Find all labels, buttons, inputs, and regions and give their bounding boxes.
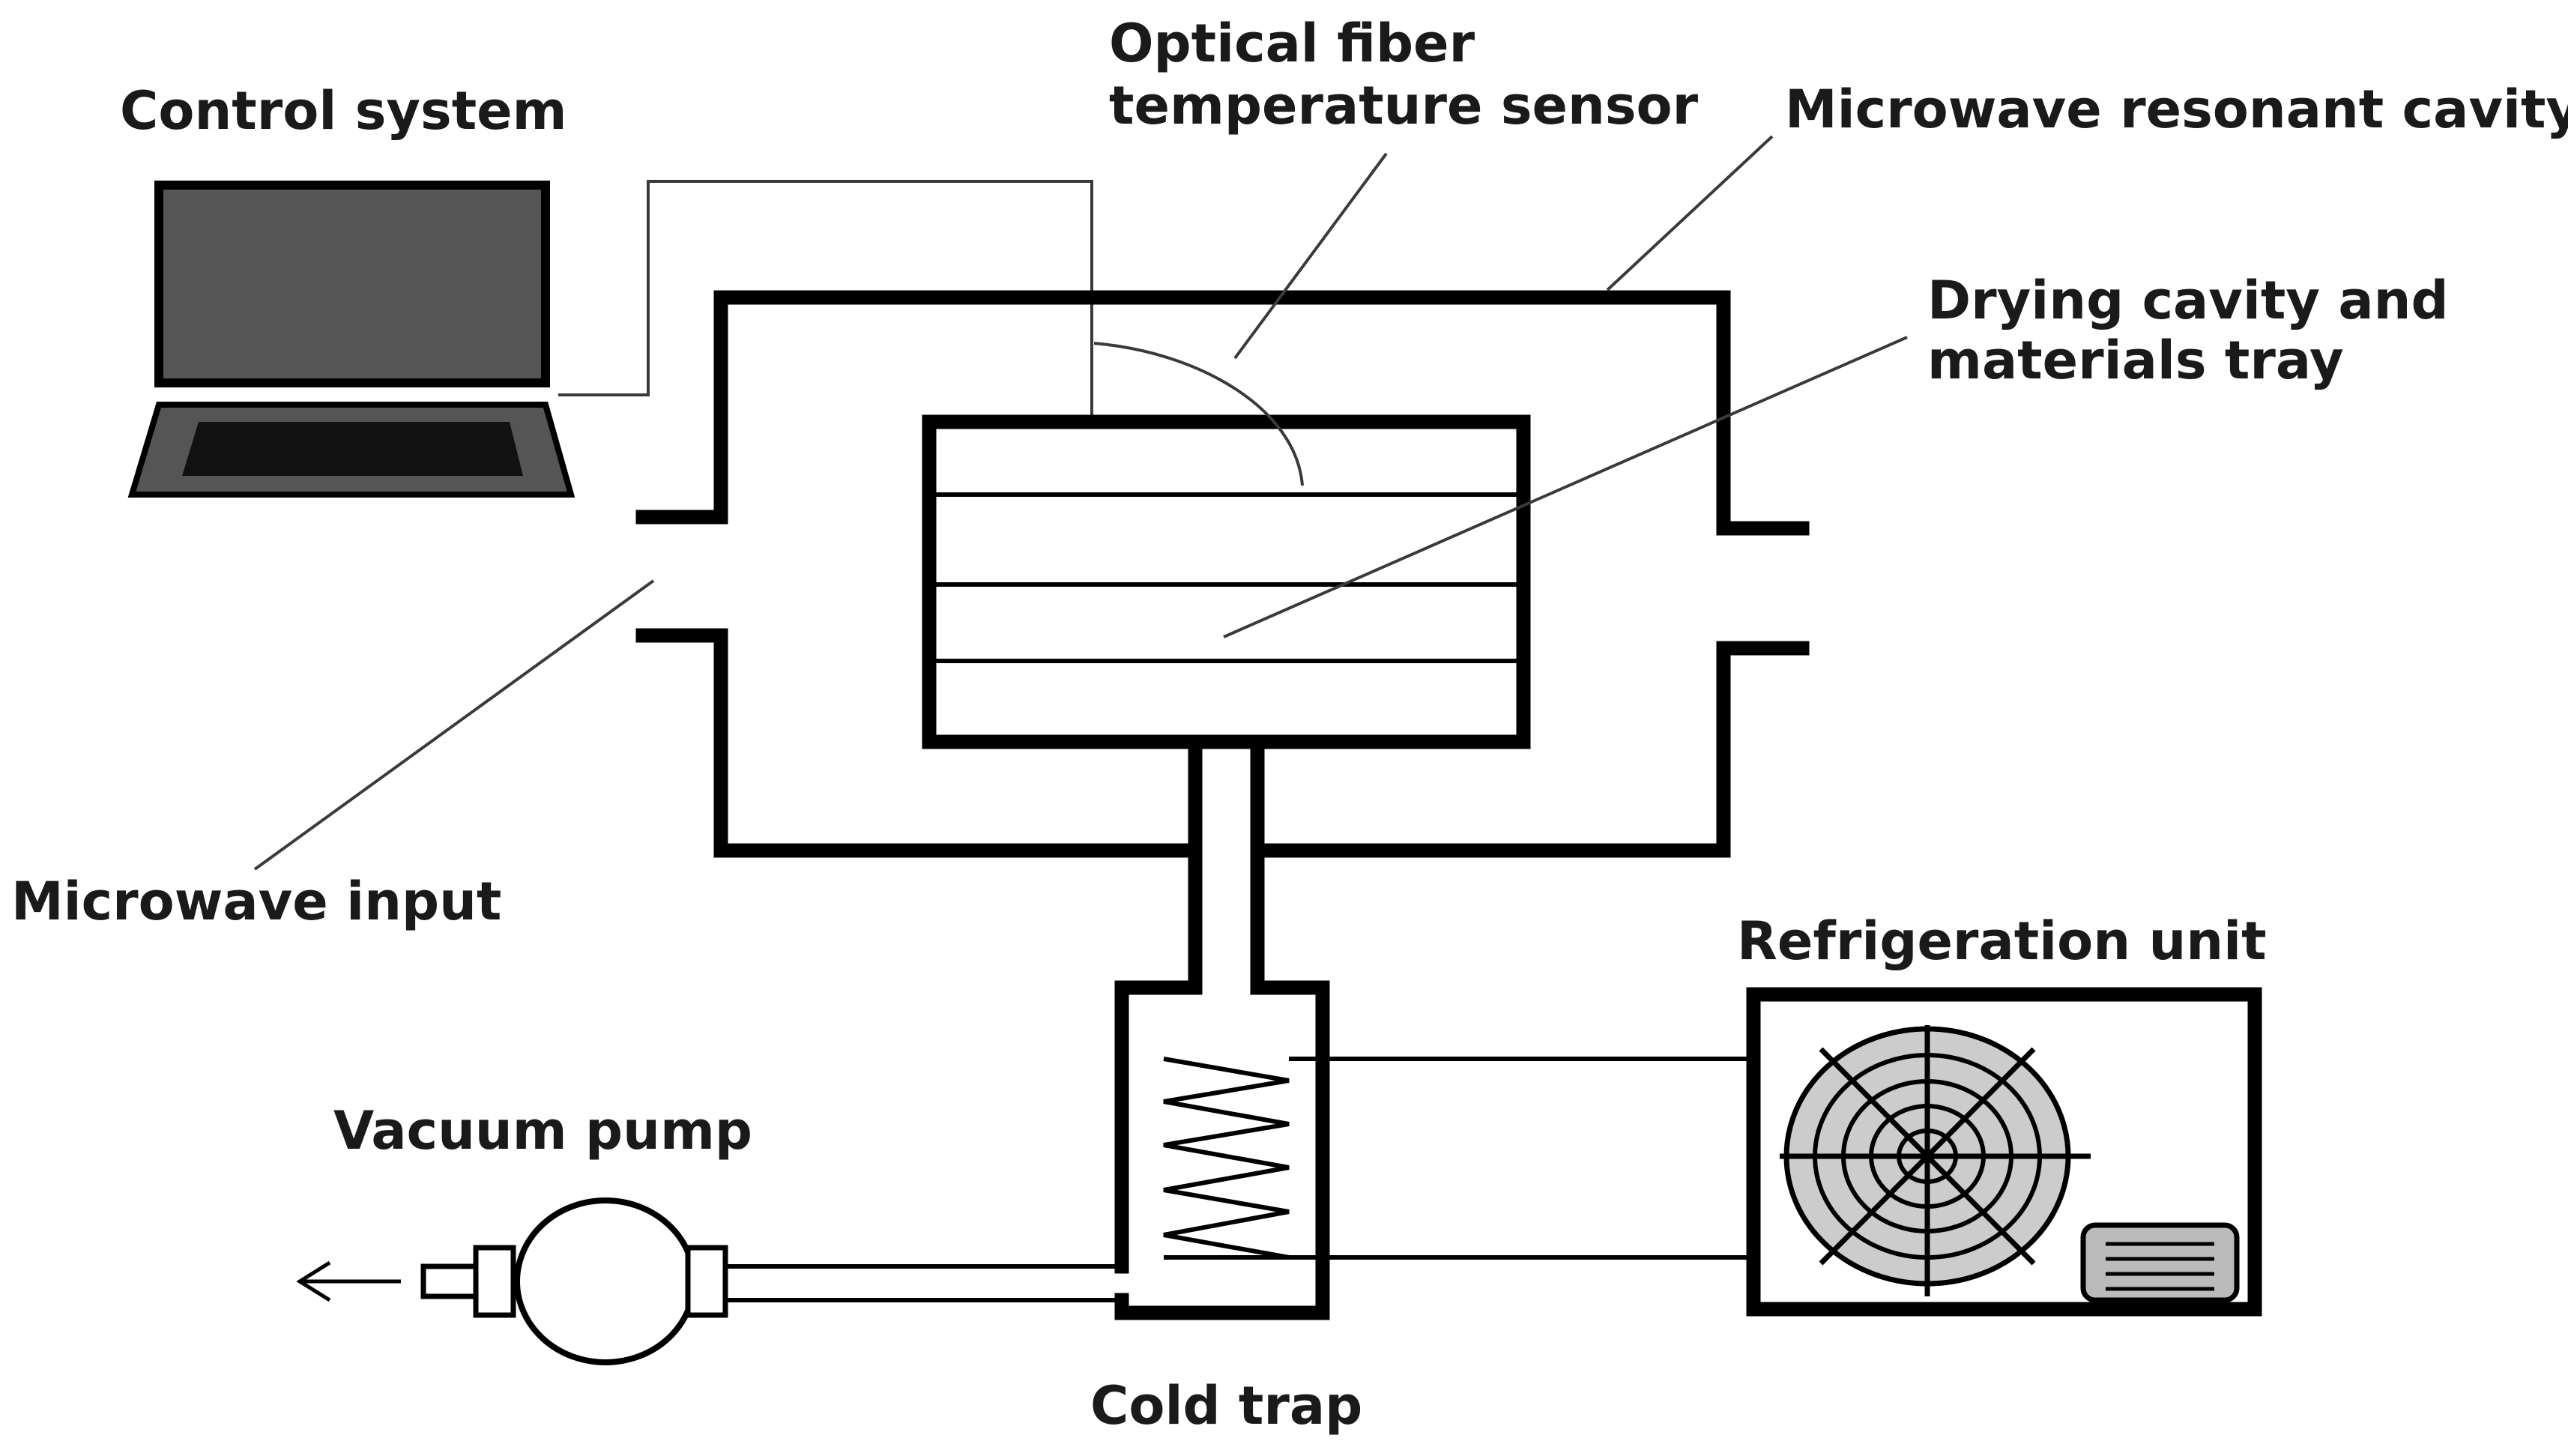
- vacuum-pump-icon: [420, 1197, 728, 1365]
- microwave-resonant-cavity: [635, 290, 1810, 858]
- label-microwave-cavity: Microwave resonant cavity: [1785, 79, 2568, 140]
- label-microwave-input: Microwave input: [11, 871, 501, 932]
- vapor-pipe: [1188, 734, 1265, 995]
- leader-microwave-input: [253, 579, 655, 871]
- label-control-system: Control system: [120, 80, 567, 142]
- arrow-left-icon: [296, 1260, 401, 1302]
- label-cold-trap: Cold trap: [1090, 1375, 1362, 1437]
- fan-icon: [1780, 1025, 2091, 1296]
- label-optical-fiber-line1: Optical fiber: [1109, 13, 1475, 74]
- vent-icon: [2080, 1222, 2240, 1303]
- leader-microwave-cavity: [1606, 135, 1774, 291]
- coil-icon: [1163, 1057, 1290, 1260]
- drying-cavity-tray: [922, 414, 1531, 749]
- control-wire: [558, 180, 1093, 416]
- label-drying-cavity-line1: Drying cavity and: [1927, 270, 2449, 331]
- refrigeration-unit: [1746, 987, 2262, 1317]
- vacuum-line: [719, 1264, 1122, 1302]
- leader-drying-cavity: [1223, 336, 1908, 638]
- label-refrigeration-unit: Refrigeration unit: [1737, 910, 2267, 972]
- cold-trap: [1114, 980, 1330, 1320]
- label-optical-fiber-line2: temperature sensor: [1109, 75, 1699, 136]
- label-drying-cavity-line2: materials tray: [1927, 330, 2344, 391]
- optical-fiber-sensor: [1093, 342, 1304, 486]
- laptop-icon: [127, 181, 575, 498]
- label-vacuum-pump: Vacuum pump: [333, 1100, 752, 1162]
- leader-optical-fiber: [1233, 152, 1388, 360]
